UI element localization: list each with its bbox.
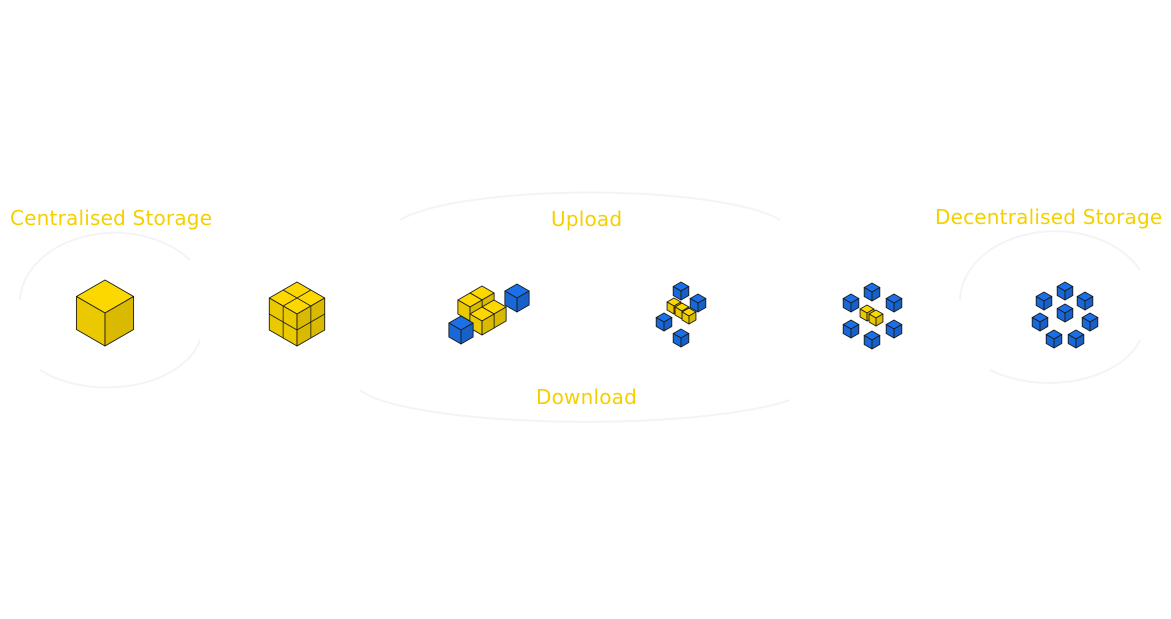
blue-ring-cube-4 <box>863 330 881 350</box>
download-label: Download <box>536 385 638 409</box>
distributed-cube-5 <box>1045 329 1063 349</box>
blue-ring-cube-2 <box>885 293 903 313</box>
blue-ring-cube-3 <box>885 319 903 339</box>
distributed-center-cube <box>1056 303 1074 323</box>
distributed-cube-7 <box>1035 291 1053 311</box>
split-yellow-cube <box>268 281 326 347</box>
ghost-arc-right-bottom <box>989 339 1141 384</box>
ghost-arc-upload <box>399 191 781 221</box>
centralised-storage-label: Centralised Storage <box>10 206 213 230</box>
ghost-arc-download <box>359 389 791 423</box>
single-yellow-cube <box>75 279 135 347</box>
blue-piece-top <box>672 281 690 301</box>
blue-ring-cube-5 <box>842 319 860 339</box>
blue-cube-lower <box>448 315 474 345</box>
decentralised-storage-label: Decentralised Storage <box>935 205 1163 229</box>
distributed-cube-3 <box>1081 312 1099 332</box>
ghost-arc-left <box>19 231 191 301</box>
blue-piece-bottom <box>672 328 690 348</box>
blue-ring-cube-6 <box>842 293 860 313</box>
yellow-center-piece-1 <box>859 304 875 322</box>
distributed-cube-6 <box>1031 312 1049 332</box>
distributed-cube-2 <box>1076 291 1094 311</box>
distributed-cube-1 <box>1056 281 1074 301</box>
blue-piece-right <box>689 293 707 313</box>
distributed-cube-4 <box>1067 329 1085 349</box>
upload-label: Upload <box>551 207 623 231</box>
ghost-arc-left-bottom <box>39 339 201 389</box>
yellow-piece-3 <box>681 307 697 325</box>
blue-cube-upper <box>504 283 530 313</box>
blue-ring-cube-1 <box>863 282 881 302</box>
ghost-arc-right <box>959 230 1141 301</box>
blue-piece-left <box>655 312 673 332</box>
yellow-center-piece-2 <box>868 309 884 327</box>
